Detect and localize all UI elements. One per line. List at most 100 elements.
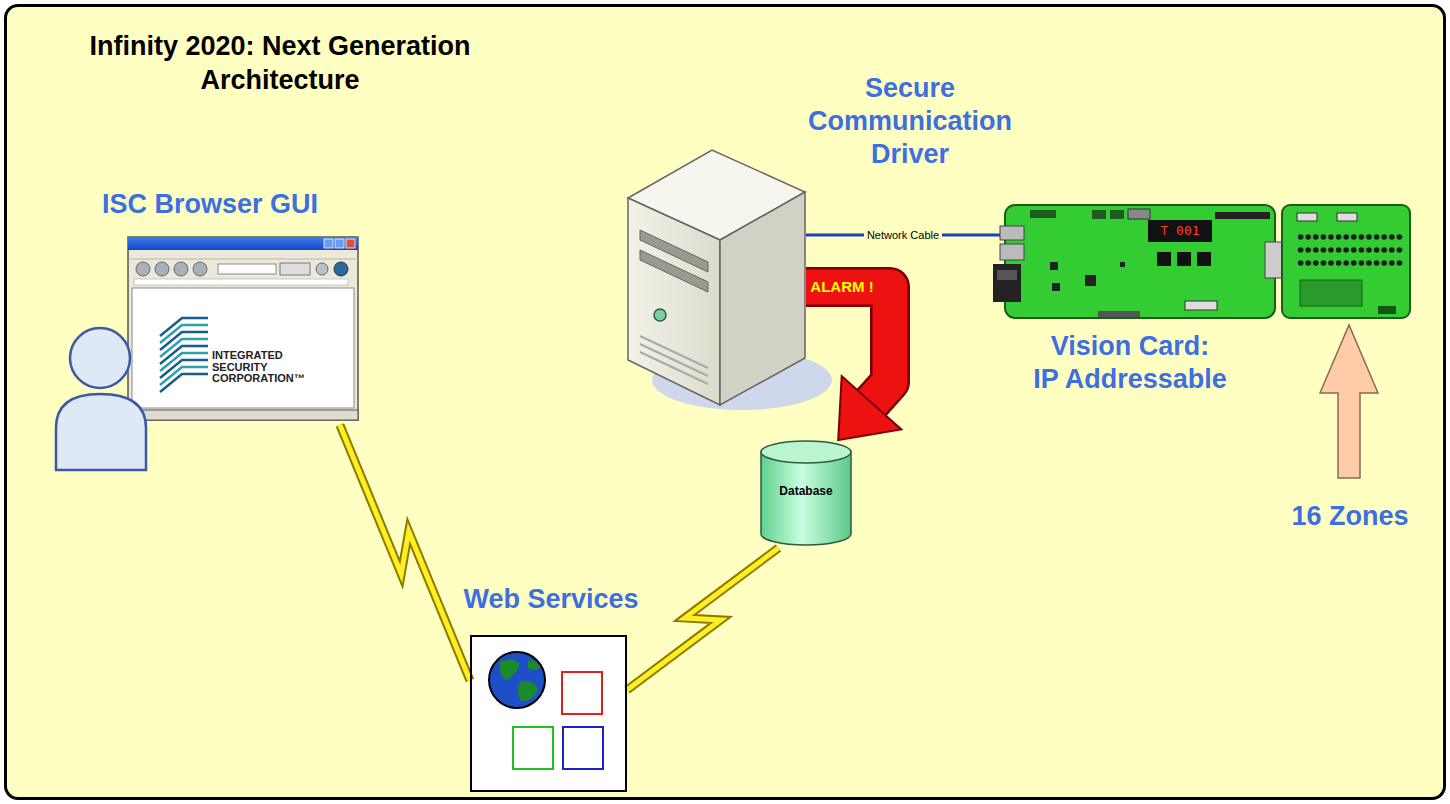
vision-card-drawing-rect-part [1110,210,1124,219]
zones-arrow [1320,325,1378,478]
database-node: Database [760,440,852,548]
vision-card-drawing-rect-part [1378,306,1396,314]
arrow-head [838,376,901,440]
connector-outline [340,425,470,681]
node-heading: ISC Browser GUI [60,188,360,221]
database-cylinder-ellipse-part [761,441,851,463]
connector [627,548,778,690]
browser-node: ISC Browser GUI INTEGRATED SECURITY CORPO… [60,185,360,425]
vision-card-drawing-rect-part [1197,252,1211,266]
vision-card-drawing-rect-part [1297,232,1404,271]
server-drawing-polygon-part [720,192,805,405]
vision-card-drawing-rect-part [1300,280,1362,306]
vision-card-drawing-rect-part [997,270,1017,280]
connector-line [340,425,470,681]
server-drawing-line-part [640,336,708,368]
vision-card-drawing-rect-part [1185,301,1217,310]
user-icon [56,328,146,470]
edge-label: ALARM ! [808,278,875,296]
database-cylinder-path-part [761,452,851,545]
vision-card-drawing-rect-part [1297,213,1317,221]
browser-window-drawing-rect-part [132,288,354,408]
vision-card-drawing-rect-part [1215,212,1270,219]
logo-stripes [160,318,208,392]
web-services-drawing-path-part [528,660,540,670]
display-readout: T 001 [1148,220,1212,242]
logo-text: INTEGRATED SECURITY CORPORATION™ [212,350,322,385]
logo-stripes-polyline-part [160,346,208,364]
vision-card-drawing [993,205,1410,318]
vision-card-drawing-rect-part [1005,205,1275,318]
web-services-drawing-path-part [518,681,538,701]
vision-card-drawing-rect-part [1050,262,1058,270]
browser-window-drawing-rect-part [128,237,358,420]
vision-card-drawing-rect-part [1128,209,1150,219]
browser-window-drawing-rect-part [324,239,333,248]
connector [340,425,470,681]
connector [806,287,901,440]
web-services-drawing-circle-part [489,652,545,708]
browser-window-drawing-circle-part [334,262,348,276]
logo-stripes-polyline-part [160,325,208,343]
browser-window-drawing-rect-part [218,264,276,274]
vision-card-node: T 001Vision Card: IP Addressable [1000,200,1415,325]
vision-card-drawing-rect-part [1282,205,1410,318]
server-drawing-circle-part [654,309,666,321]
browser-window-drawing-rect-part [134,279,348,285]
vision-card-drawing-rect-part [1052,283,1060,291]
browser-window-drawing-circle-part [316,263,328,275]
node-heading: Web Services [421,583,681,616]
diagram-title: Infinity 2020: Next Generation Architect… [75,30,485,98]
connector-outline [627,548,778,690]
logo-stripes-polyline-part [160,339,208,357]
vision-card-drawing-rect-part [1120,262,1125,267]
browser-window-drawing-circle-part [193,262,207,276]
vision-card-drawing-rect-part [1030,210,1056,218]
edge-label: Network Cable [864,228,942,242]
connector-line [627,548,778,690]
vision-card-drawing-rect-part [1177,252,1191,266]
browser-window-drawing-rect-part [128,237,358,250]
vision-card-drawing-rect-part [1337,213,1357,221]
server-drawing-line-part [640,344,708,376]
server-node: Secure Communication Driver [612,145,806,410]
browser-window-drawing [128,237,358,420]
browser-window-drawing-circle-part [155,262,169,276]
browser-window-drawing-line-part [130,259,356,260]
user-icon-circle-part [70,328,130,388]
logo-stripes-polyline-part [160,332,208,350]
vision-card-drawing-rect-part [993,264,1021,302]
web-services-node: Web Services [470,635,627,792]
vision-card-drawing-rect-part [1098,311,1140,317]
user-icon-path-part [56,394,146,470]
node-heading: Vision Card: IP Addressable [1000,330,1260,396]
logo-stripes-polyline-part [160,318,208,336]
browser-window-drawing-rect-part [346,239,355,248]
node-heading: Secure Communication Driver [800,72,1020,171]
vision-card-drawing-rect-part [1000,226,1024,240]
web-services-drawing-rect-part [513,727,553,769]
server-drawing-polygon-part [628,198,720,405]
web-services-drawing-rect-part [562,672,602,714]
web-services-drawing [470,635,627,792]
web-services-drawing-rect-part [563,727,603,769]
browser-window-drawing-circle-part [136,262,150,276]
server-drawing [628,150,832,410]
logo-stripes-polyline-part [160,360,208,378]
logo-stripes-polyline-part [160,374,208,392]
server-drawing-polygon-part [640,250,708,292]
vision-card-drawing-rect-part [1157,252,1171,266]
zones-label: 16 Zones [1280,500,1420,533]
vision-card-drawing-rect-part [1085,275,1096,286]
web-services-drawing-path-part [500,659,520,680]
vision-card-drawing-rect-part [1092,210,1106,219]
browser-window-drawing-rect-part [280,263,310,275]
node-label: Database [760,484,852,498]
web-services-drawing-rect-part [470,635,627,792]
logo-stripes-polyline-part [160,367,208,385]
logo-stripes-polyline-part [160,353,208,371]
browser-window-drawing-circle-part [174,262,188,276]
